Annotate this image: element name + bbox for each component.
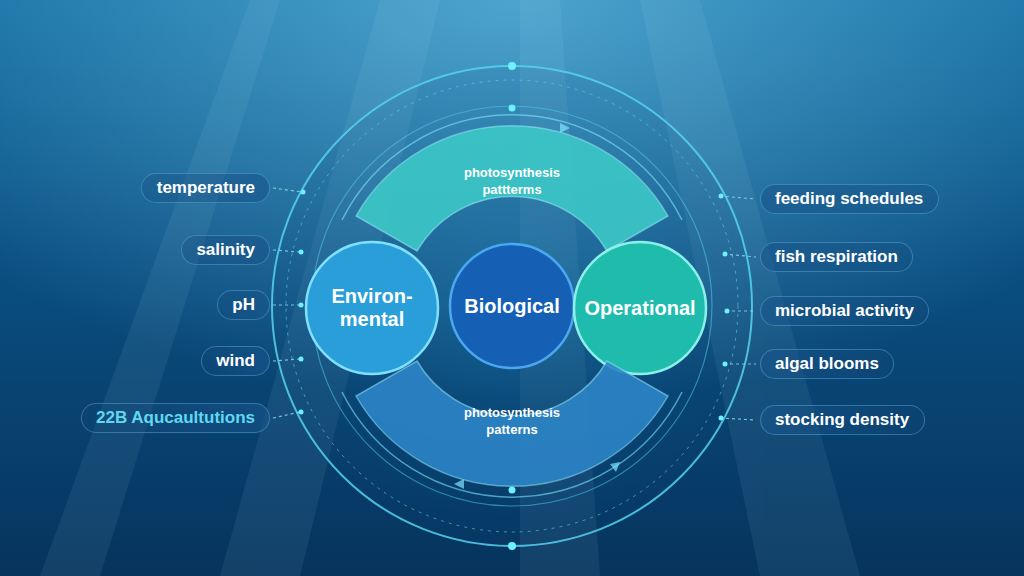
node-label: 22B Aqucaultutions — [96, 408, 255, 428]
leader-lines — [273, 188, 756, 420]
category-circle: Environ- mental — [304, 240, 440, 376]
node-label: photosynthesis patterns — [447, 404, 577, 438]
node-label: feeding schedules — [775, 189, 923, 209]
category-circle: Operational — [572, 240, 708, 376]
factor-pill: 22B Aqucaultutions — [81, 403, 270, 433]
node-label: stocking density — [775, 410, 909, 430]
node-label: Operational — [584, 297, 695, 320]
factor-pill: salinity — [181, 235, 270, 265]
node-label: Biological — [464, 295, 560, 318]
node-label: algal blooms — [775, 354, 879, 374]
node-label: pH — [232, 295, 255, 315]
ring-dots — [299, 190, 730, 421]
factor-pill: microbial activity — [760, 296, 929, 326]
top-band: photosynthesis pattterms — [330, 124, 694, 254]
factor-pill: algal blooms — [760, 349, 894, 379]
node-label: microbial activity — [775, 301, 914, 321]
factor-pill: pH — [217, 290, 270, 320]
factor-pill: wind — [201, 346, 270, 376]
bottom-band: photosynthesis patterns — [330, 360, 694, 490]
factor-pill: feeding schedules — [760, 184, 939, 214]
outer-ring — [272, 62, 752, 550]
node-label: fish respiration — [775, 247, 898, 267]
node-label: wind — [216, 351, 255, 371]
node-label: temperature — [157, 178, 255, 198]
category-circle: Biological — [448, 242, 576, 370]
factor-pill: temperature — [141, 173, 270, 203]
factor-pill: stocking density — [760, 405, 925, 435]
node-label: salinity — [196, 240, 255, 260]
factor-pill: fish respiration — [760, 242, 913, 272]
node-label: Environ- mental — [322, 285, 422, 331]
node-label: photosynthesis pattterms — [447, 164, 577, 198]
